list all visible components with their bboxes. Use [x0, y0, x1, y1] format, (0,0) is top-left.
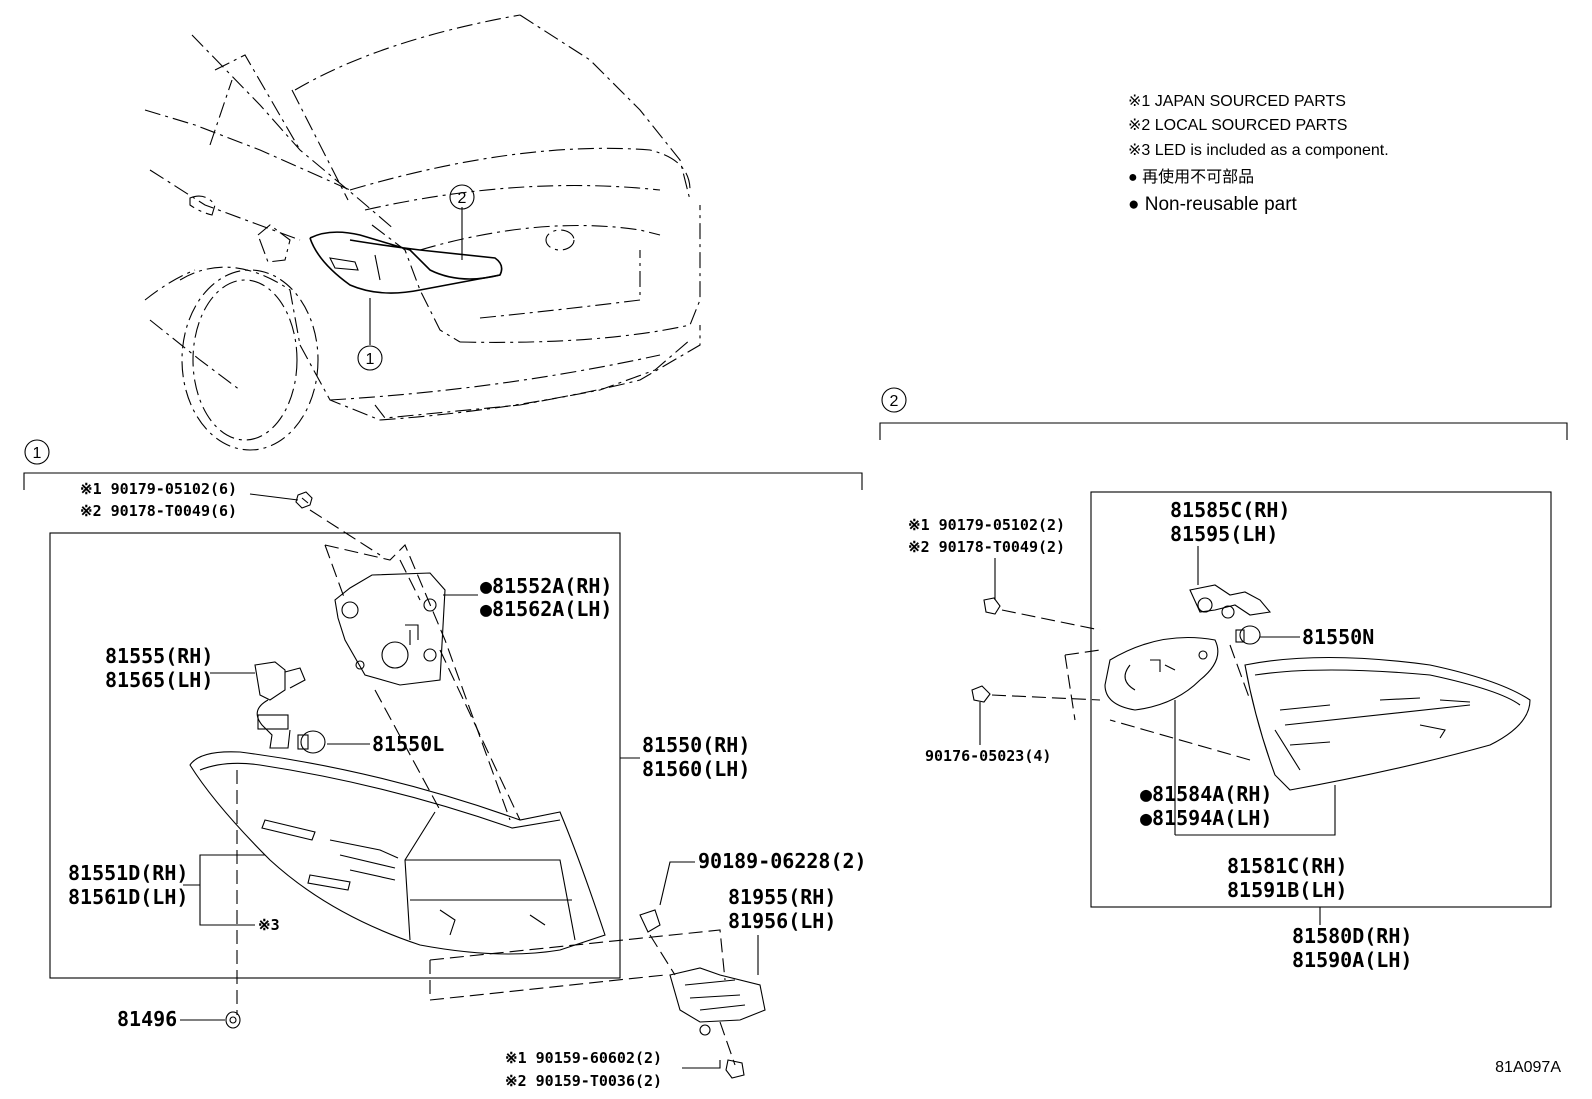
label-81552A: ●81552A(RH): [480, 574, 612, 598]
label-81956: 81956(LH): [728, 909, 836, 933]
label-81561D: 81561D(LH): [68, 885, 188, 909]
label-81591B: 81591B(LH): [1227, 878, 1347, 902]
label-led-note-3: ※3: [258, 916, 280, 934]
label-81550: 81550(RH): [642, 733, 750, 757]
label-81595: 81595(LH): [1170, 522, 1278, 546]
label-81496: 81496: [117, 1007, 177, 1031]
label-81590A: 81590A(LH): [1292, 948, 1412, 972]
callout-2-vehicle: [449, 184, 475, 210]
label-81550N: 81550N: [1302, 625, 1374, 649]
label-81955: 81955(RH): [728, 885, 836, 909]
legend-notes: ※1 JAPAN SOURCED PARTS ※2 LOCAL SOURCED …: [1128, 93, 1389, 215]
group-2-inner-tail-lamp: 2 ※1 90179-05102(2) ※2 90178-T0049(2) 90…: [879, 387, 1568, 972]
label-81585C: 81585C(RH): [1170, 498, 1290, 522]
bulb-icon: [1235, 625, 1261, 645]
gasket-plate: [1104, 636, 1219, 711]
label-81581C: 81581C(RH): [1227, 854, 1347, 878]
label-81550L: 81550L: [372, 732, 444, 756]
note-non-reusable-en: ● Non-reusable part: [1128, 194, 1298, 215]
note-local-sourced: ※2 LOCAL SOURCED PARTS: [1128, 117, 1347, 134]
screw-icon: [295, 491, 313, 509]
callout-1-group: [24, 439, 50, 465]
label-81584A: ●81584A(RH): [1140, 782, 1272, 806]
figure-code: 81A097A: [1495, 1059, 1561, 1076]
gasket-plate: [334, 572, 446, 686]
callout-1-group-label: 1: [33, 445, 42, 462]
label-g2-90179-05102: ※1 90179-05102(2): [908, 516, 1065, 534]
vehicle-illustration: 1 2: [144, 14, 701, 451]
label-90179-05102-6: ※1 90179-05102(6): [80, 480, 237, 498]
label-81594A: ●81594A(LH): [1140, 806, 1272, 830]
label-81551D: 81551D(RH): [68, 861, 188, 885]
label-81562A: ●81562A(LH): [480, 597, 612, 621]
group-1-assembly-box: [49, 532, 621, 979]
label-90159-60602: ※1 90159-60602(2): [505, 1049, 662, 1067]
callout-2-group-label: 2: [890, 393, 899, 410]
label-90159-T0036: ※2 90159-T0036(2): [505, 1072, 662, 1090]
group-1-outer-tail-lamp: 1 ※1 90179-05102(6) ※2 90178-T0049(6) ●8…: [23, 439, 867, 1090]
note-non-reusable-jp: ● 再使用不可部品: [1128, 168, 1254, 186]
callout-1-vehicle-label: 1: [366, 351, 375, 368]
screw-icon: [983, 597, 1001, 615]
mounting-bracket: [669, 967, 766, 1036]
label-90189-06228: 90189-06228(2): [698, 849, 867, 873]
inner-tail-lamp: [1244, 656, 1531, 791]
clip-nut-icon: [639, 909, 661, 933]
tail-lamp-assembly: [189, 751, 606, 955]
bulb-socket: [1189, 584, 1272, 619]
bulb-icon: [297, 730, 326, 754]
label-90178-T0049-6: ※2 90178-T0049(6): [80, 502, 237, 520]
callout-2-group: [881, 387, 907, 413]
bulb-socket: [254, 661, 306, 749]
label-g2-90178-T0049: ※2 90178-T0049(2): [908, 538, 1065, 556]
group-2-assembly-box: [1090, 491, 1552, 908]
grommet-icon: [225, 1011, 241, 1029]
callout-1-vehicle: [357, 345, 383, 371]
label-90176-05023: 90176-05023(4): [925, 747, 1051, 765]
label-81565: 81565(LH): [105, 668, 213, 692]
callout-2-vehicle-label: 2: [458, 190, 467, 207]
nut-icon: [971, 685, 991, 703]
note-japan-sourced: ※1 JAPAN SOURCED PARTS: [1128, 93, 1346, 110]
bolt-icon: [725, 1059, 745, 1079]
label-81580D: 81580D(RH): [1292, 924, 1412, 948]
label-81555: 81555(RH): [105, 644, 213, 668]
group-2-bracket: [879, 422, 1568, 440]
label-81560: 81560(LH): [642, 757, 750, 781]
note-led-component: ※3 LED is included as a component.: [1128, 142, 1389, 159]
group-1-bracket: [23, 472, 863, 490]
